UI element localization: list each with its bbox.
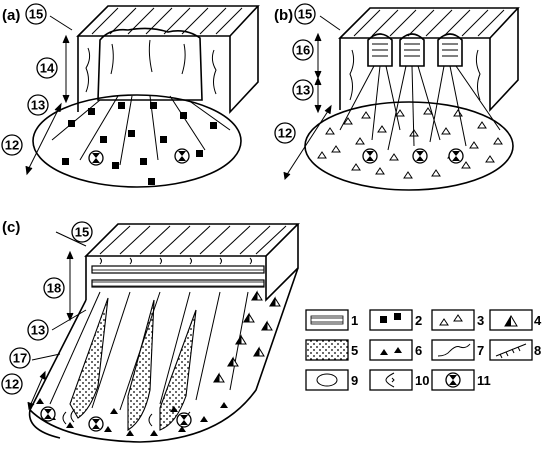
svg-text:13: 13 — [31, 323, 45, 338]
legend-item-3: 3 — [431, 309, 484, 331]
svg-text:4: 4 — [534, 313, 542, 328]
legend-item-4: 4 — [489, 309, 542, 331]
panel-c-label: (c) — [2, 219, 20, 236]
panel-a: (a) — [1, 3, 260, 188]
panel-c: (c) — [1, 219, 300, 443]
svg-text:16: 16 — [296, 43, 310, 58]
panel-b-callout-15: 15 — [294, 3, 316, 25]
panel-c-black-triangles — [36, 398, 228, 436]
panel-c-block-top — [84, 223, 300, 257]
legend-item-5: 5 — [305, 339, 358, 361]
svg-text:5: 5 — [351, 343, 358, 358]
panel-b: (b) — [274, 3, 520, 191]
svg-text:1: 1 — [351, 313, 358, 328]
svg-text:17: 17 — [13, 351, 27, 366]
svg-text:11: 11 — [477, 373, 491, 388]
panel-c-callout-17: 17 — [9, 347, 31, 369]
panel-b-cavities — [367, 33, 463, 67]
svg-text:13: 13 — [296, 83, 310, 98]
panel-c-callout-13: 13 — [27, 319, 49, 341]
panel-c-callout-18: 18 — [43, 277, 65, 299]
legend-item-2: 2 — [369, 309, 422, 331]
svg-text:15: 15 — [75, 225, 89, 240]
svg-text:6: 6 — [415, 343, 422, 358]
svg-text:9: 9 — [351, 373, 358, 388]
svg-text:12: 12 — [5, 138, 19, 153]
panel-a-callout-13: 13 — [27, 94, 49, 116]
panel-a-callout-15: 15 — [25, 3, 47, 25]
panel-b-block-front — [339, 8, 519, 113]
svg-text:14: 14 — [40, 61, 55, 76]
panel-c-block-front — [85, 224, 299, 302]
panel-c-side-triangles — [213, 290, 281, 383]
svg-text:15: 15 — [298, 7, 312, 22]
panel-a-callout-14: 14 — [36, 57, 58, 79]
panel-c-callout-15: 15 — [71, 221, 93, 243]
panel-a-callout-12: 12 — [1, 134, 23, 156]
svg-text:3: 3 — [477, 313, 484, 328]
panel-b-label: (b) — [274, 7, 293, 24]
panel-b-callout-12: 12 — [274, 122, 296, 144]
panel-c-dotted-wedges — [69, 297, 197, 431]
legend-item-7: 7 — [431, 339, 484, 361]
panel-a-ellipse — [32, 94, 242, 188]
panel-a-collapse-zone — [97, 27, 203, 101]
panel-c-striped-layer — [91, 265, 265, 288]
panel-c-callout-12: 12 — [1, 373, 23, 395]
legend: 1 2 3 4 5 6 7 — [305, 309, 542, 391]
svg-text:13: 13 — [31, 98, 45, 113]
svg-text:10: 10 — [415, 373, 429, 388]
legend-item-10: 10 — [369, 369, 429, 391]
svg-text:12: 12 — [278, 126, 292, 141]
panel-c-caved-body — [29, 267, 299, 443]
panel-b-callout-16: 16 — [292, 39, 314, 61]
legend-item-1: 1 — [305, 309, 358, 331]
legend-item-8: 8 — [489, 339, 541, 361]
legend-item-11: 11 — [431, 369, 491, 391]
legend-item-9: 9 — [305, 369, 358, 391]
svg-text:8: 8 — [534, 343, 541, 358]
svg-text:2: 2 — [415, 313, 422, 328]
svg-text:12: 12 — [5, 377, 19, 392]
legend-item-6: 6 — [369, 339, 422, 361]
panel-a-label: (a) — [2, 7, 20, 24]
svg-text:7: 7 — [477, 343, 484, 358]
svg-text:18: 18 — [47, 281, 61, 296]
panel-a-block-front — [77, 6, 259, 115]
panel-b-callout-13: 13 — [292, 79, 314, 101]
svg-text:15: 15 — [29, 7, 43, 22]
